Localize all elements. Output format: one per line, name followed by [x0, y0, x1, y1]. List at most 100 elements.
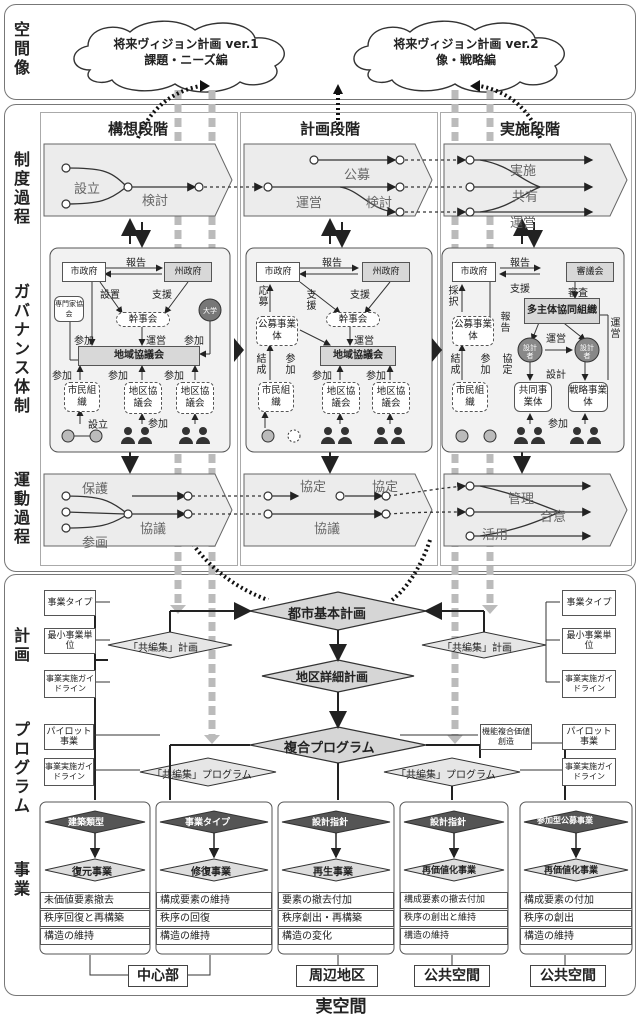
project-2-row3: 構造の維持	[156, 928, 272, 945]
inst-share: 共有	[512, 190, 539, 205]
gov-form-p: 結成	[256, 354, 267, 376]
gov-participate-c4: 参加	[108, 371, 128, 382]
cloud-right-line2: 像・戦略編	[435, 53, 496, 67]
stage-implementation: 実施段階	[500, 120, 561, 138]
mov-protect: 保護	[82, 482, 109, 497]
gov-establish-c: 設立	[88, 420, 108, 431]
section-program: プログラム	[13, 720, 30, 815]
gov-form-i: 結成	[450, 354, 461, 376]
district-council-c1: 地区協議会	[124, 382, 162, 414]
stage-planning: 計画段階	[300, 120, 361, 138]
project-5-tag: 参加型公募事業	[537, 816, 593, 825]
plan-left-type: 事業タイプ	[44, 590, 96, 616]
people-icon-p1	[321, 427, 352, 444]
city-gov-c: 市政府	[62, 262, 106, 282]
regional-council-c: 地域協議会	[78, 346, 200, 366]
gov-support-p1: 支援	[350, 290, 370, 301]
gov-report-p: 報告	[322, 258, 342, 269]
real-space-title: 実空間	[315, 997, 367, 1017]
project-2-name: 修復事業	[191, 867, 231, 878]
city-gov-i: 市政府	[452, 262, 496, 282]
inst-recruit: 公募	[344, 168, 371, 183]
project-5-row1: 構成要素の付加	[520, 892, 632, 909]
coedit-plan-left-shape	[107, 631, 233, 659]
section-movement: 運動過程	[13, 470, 30, 546]
cloud-left-line1: 将来ヴィジョン計画 ver.1	[113, 37, 259, 51]
project-4-name: 再価値化事業	[422, 866, 477, 876]
project-3-row1: 要素の撤去付加	[278, 892, 394, 909]
coedit-program-right: 「共編集」プログラム	[396, 770, 496, 781]
gov-operate-c: 運営	[146, 336, 166, 347]
inst-operate-p: 運営	[296, 196, 323, 211]
gov-report-i1: 報告	[510, 258, 530, 269]
citizen-org-p: 市民組織	[258, 382, 294, 412]
gov-report-i2: 報告	[500, 312, 511, 334]
gov-participate-c6: 参加	[148, 419, 168, 430]
project-1-row2: 秩序回復と再構築	[40, 910, 150, 927]
gov-apply-p: 応募	[258, 286, 269, 308]
coedit-program-right-shape	[383, 757, 521, 787]
gov-setup-c: 設置	[100, 290, 120, 301]
gov-deliberate-i: 審査	[568, 288, 588, 299]
mov-discuss-c: 協議	[140, 522, 167, 537]
stage-concept: 構想段階	[108, 120, 169, 138]
label-center: 中心部	[128, 965, 188, 987]
label-public-1: 公共空間	[414, 965, 490, 987]
citizen-org-c: 市民組織	[64, 382, 100, 412]
project-2-row1: 構成要素の維持	[156, 892, 272, 909]
gov-participate-c2: 参加	[184, 336, 204, 347]
inst-review-p: 検討	[366, 196, 393, 211]
gov-participate-p1: 参加	[285, 354, 296, 376]
people-icon-c2	[179, 427, 210, 444]
prefecture-gov-c: 州政府	[164, 262, 212, 282]
citizen-org-i: 市民組織	[452, 382, 488, 412]
coedit-program-left-shape	[139, 757, 277, 787]
regional-council-p: 地域協議会	[320, 346, 396, 366]
master-plan: 都市基本計画	[288, 607, 367, 622]
university: 大学	[203, 307, 217, 315]
coedit-plan-left: 「共編集」計画	[128, 643, 198, 654]
project-5-name: 再価値化事業	[544, 866, 599, 876]
section-project: 事業	[13, 860, 30, 898]
label-public-2: 公共空間	[530, 965, 606, 987]
city-gov-p: 市政府	[256, 262, 300, 282]
cloud-right: 将来ヴィジョン計画 ver.2 像・戦略編	[376, 36, 556, 68]
concept-column	[40, 112, 238, 566]
project-4-row3: 構造の維持	[400, 928, 508, 945]
mov-utilize: 活用	[482, 528, 509, 543]
district-council-p2: 地区協議会	[372, 382, 410, 414]
inst-establish: 設立	[74, 182, 101, 197]
plan-frame	[4, 574, 636, 996]
district-council-c2: 地区協議会	[176, 382, 214, 414]
gov-operate-i2: 運営	[610, 318, 621, 340]
cloud-right-line1: 将来ヴィジョン計画 ver.2	[393, 37, 539, 51]
joint-entity: 共同事業体	[514, 382, 552, 412]
gov-participate-i2: 参加	[548, 419, 568, 430]
project-4-tag: 設計指針	[430, 818, 467, 828]
mov-manage: 管理	[508, 492, 535, 507]
movement-implementation-arrow	[443, 473, 628, 547]
inst-review-c: 検討	[142, 194, 169, 209]
project-1-row3: 構造の維持	[40, 928, 150, 945]
institution-concept-arrow	[43, 143, 233, 217]
section-institution: 制度過程	[13, 150, 30, 226]
gov-support-p2: 支援	[306, 290, 317, 312]
cloud-left-shape	[73, 20, 285, 93]
prefecture-gov-p: 州政府	[362, 262, 410, 282]
institution-planning-arrow	[243, 143, 433, 217]
people-icon-i2	[570, 427, 601, 444]
space-image-frame	[4, 4, 636, 100]
project-1-row1: 未価値要素撤去	[40, 892, 150, 909]
plan-right-type: 事業タイプ	[562, 590, 616, 616]
people-icon-c1	[121, 427, 152, 444]
planning-column	[240, 112, 438, 566]
section-space-image: 空間像	[13, 20, 30, 77]
plan-left-guide: 事業実施ガイドライン	[44, 670, 96, 698]
project-1-tag: 建築類型	[68, 818, 105, 828]
section-governance: ガバナンス体制	[13, 282, 30, 415]
project-2-row2: 秩序の回復	[156, 910, 272, 927]
people-icon-i1	[514, 427, 545, 444]
project-3-row3: 構造の変化	[278, 928, 394, 945]
label-periphery: 周辺地区	[296, 965, 378, 987]
project-1-name: 復元事業	[72, 867, 112, 878]
